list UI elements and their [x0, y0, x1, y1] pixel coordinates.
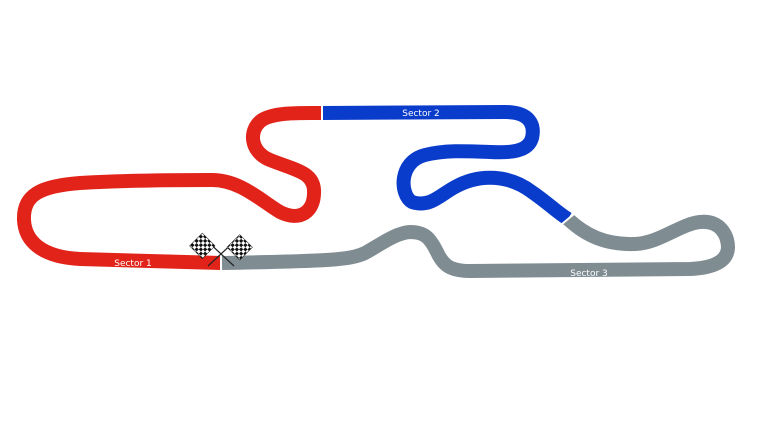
sector-1-path — [17, 105, 323, 270]
sector-1-label: Sector 1 — [114, 259, 152, 269]
sector-2-path — [321, 105, 572, 226]
sector-2-label: Sector 2 — [402, 109, 440, 119]
sector-3-path — [221, 213, 735, 278]
sector-3-label: Sector 3 — [570, 269, 608, 279]
checkered-flags-icon — [189, 232, 253, 267]
